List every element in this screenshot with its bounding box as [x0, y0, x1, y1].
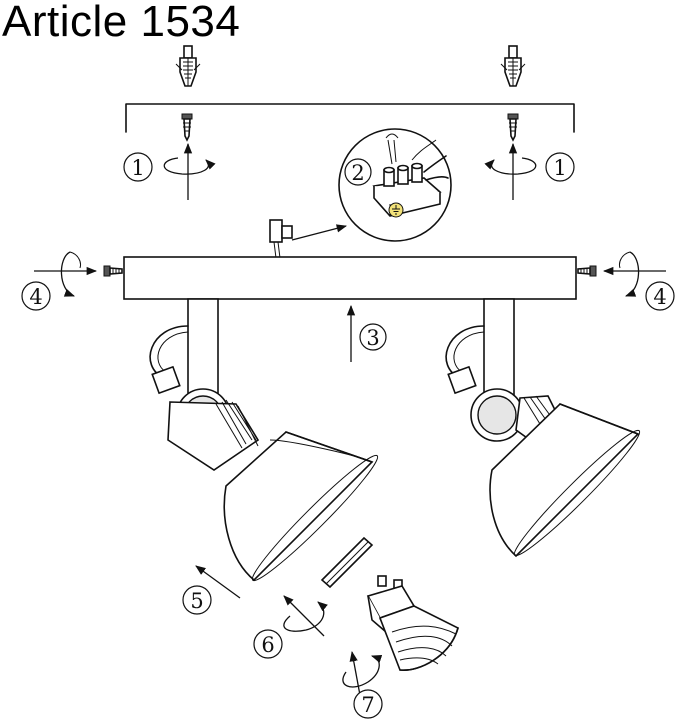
step-4-left-label: 4 — [29, 285, 42, 309]
screw-right — [507, 113, 519, 142]
step-5-label: 5 — [190, 589, 203, 613]
rotate-arrow-right — [484, 142, 537, 200]
article-title: Article 1534 — [2, 0, 241, 46]
rotate-arrow-clip — [283, 595, 328, 637]
step-2-label: 2 — [351, 161, 364, 185]
retaining-clip — [320, 536, 374, 589]
spotlight-right — [445, 298, 641, 558]
wiring-detail — [338, 128, 452, 242]
step-number-2: 2 — [344, 158, 372, 186]
shade-attach-arrow — [195, 565, 241, 599]
step-number-7: 7 — [353, 689, 383, 719]
step-number-4-left: 4 — [21, 281, 51, 311]
rotate-arrow-left — [163, 142, 216, 200]
wall-plug-right — [500, 45, 526, 87]
step-number-6: 6 — [253, 629, 283, 659]
gu10-bulb — [366, 575, 459, 671]
step-3-label: 3 — [366, 326, 379, 350]
screw-left — [181, 113, 193, 142]
wire-connector — [269, 219, 293, 259]
side-screw-right — [577, 265, 597, 277]
step-4-right-label: 4 — [653, 285, 666, 309]
mounting-rail — [123, 256, 577, 300]
side-screw-left — [103, 265, 123, 277]
step-number-3: 3 — [359, 323, 387, 351]
step-number-5: 5 — [182, 585, 212, 615]
spotlight-left — [149, 298, 379, 582]
step-7-label: 7 — [361, 693, 374, 717]
step-1-right-label: 1 — [553, 156, 566, 180]
wall-plug-left — [175, 45, 201, 87]
step-1-left-label: 1 — [131, 156, 144, 180]
rotate-arrow-side-left — [34, 251, 98, 297]
step-number-4-right: 4 — [645, 281, 675, 311]
rotate-arrow-side-right — [602, 251, 666, 297]
step-6-label: 6 — [261, 633, 274, 657]
step-number-1-left: 1 — [123, 152, 153, 182]
step-number-1-right: 1 — [545, 152, 575, 182]
mounting-bracket — [125, 103, 575, 133]
detail-pointer-arrow — [291, 224, 348, 241]
